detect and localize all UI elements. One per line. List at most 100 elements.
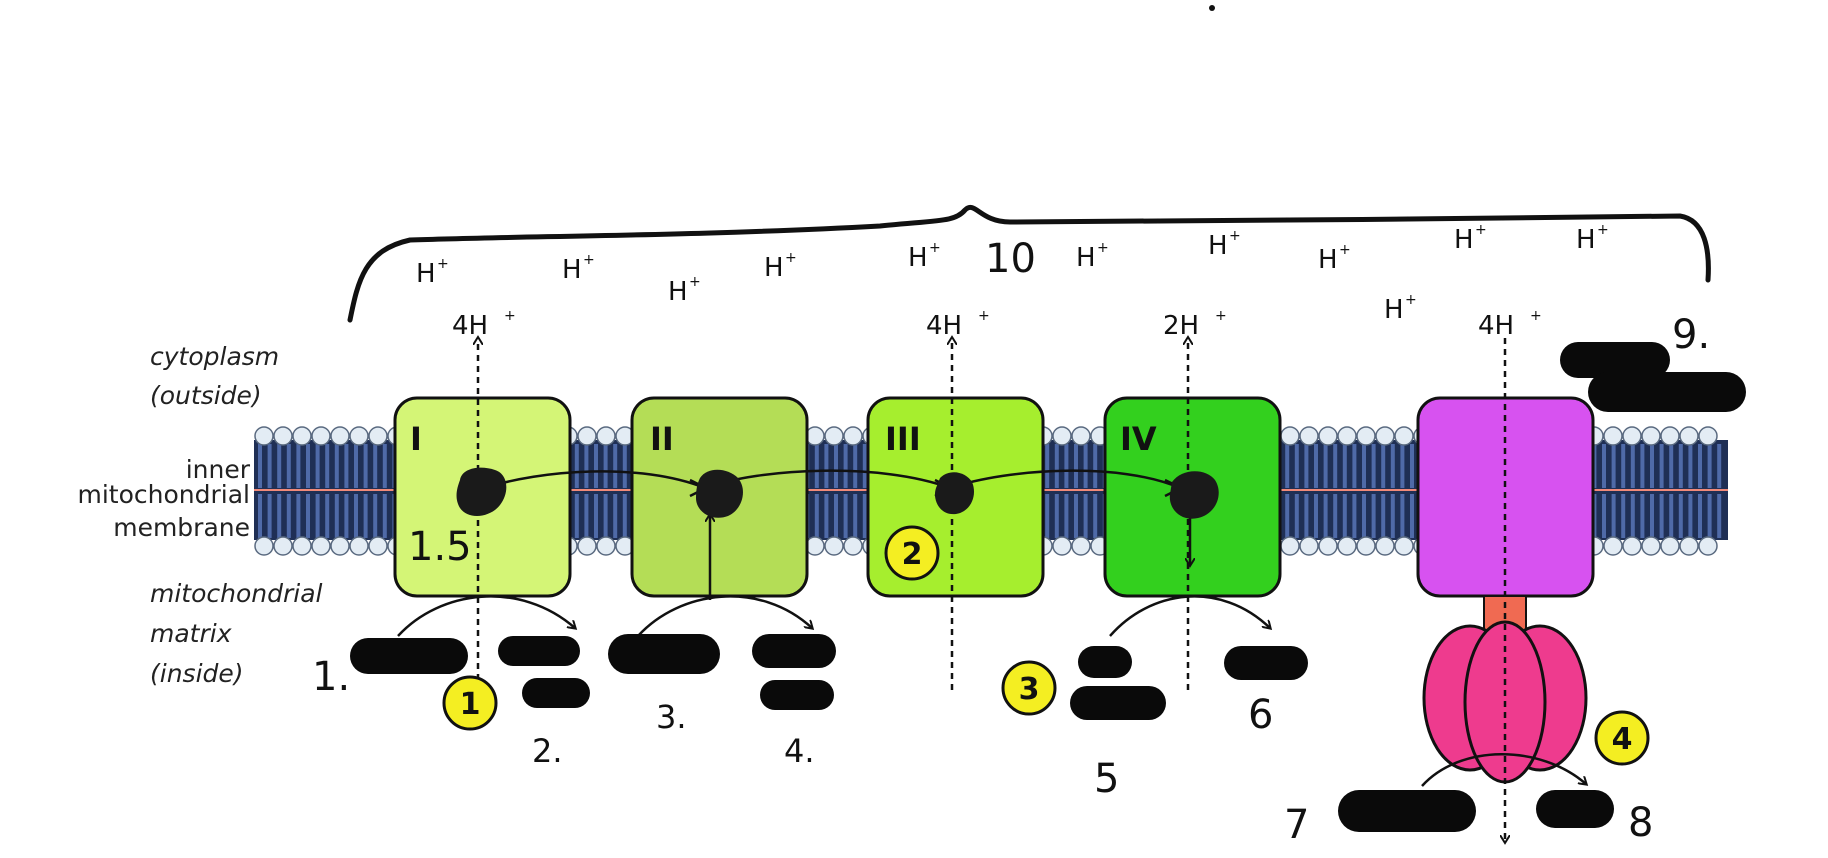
lipid-tail	[334, 494, 339, 538]
lipid-tail	[574, 494, 579, 538]
lipid-tail	[1362, 444, 1366, 488]
proton-ion-3: H+	[668, 274, 701, 307]
proton-ion-8-sup: +	[1339, 242, 1351, 258]
lipid-tail	[574, 444, 579, 488]
lipid-tail	[1342, 444, 1347, 488]
proton-ion-2: H+	[562, 252, 595, 285]
lipid-head	[1698, 536, 1718, 556]
lipid-tail	[1611, 444, 1616, 488]
lipid-head	[292, 536, 312, 556]
lipid-tail	[603, 444, 608, 488]
lipid-head	[1299, 536, 1319, 556]
lipid-head	[1318, 426, 1338, 446]
handwritten-1-5: 1.5	[408, 524, 472, 570]
lipid-tail	[1390, 494, 1395, 538]
lipid-tail	[824, 444, 829, 488]
lipid-head	[596, 536, 616, 556]
lipid-tail	[1314, 494, 1318, 538]
lipid-tail	[382, 444, 387, 488]
proton-ion-6: H+	[1076, 240, 1109, 273]
lipid-tail	[1381, 444, 1386, 488]
lipid-head	[1679, 426, 1699, 446]
proton-ion-7-text: H	[1208, 231, 1228, 261]
redaction-9b	[1588, 372, 1746, 412]
lipid-tail	[267, 494, 272, 538]
reaction-arrow-atp-synthase	[1421, 753, 1586, 787]
lipid-tail	[622, 444, 627, 488]
lipid-head	[292, 426, 312, 446]
lipid-tail	[1717, 494, 1722, 538]
lipid-tail	[1381, 494, 1386, 538]
label-matrix-1: mitochondrial	[150, 579, 323, 608]
lipid-tail	[1083, 494, 1088, 538]
proton-ion-5: H+	[908, 240, 941, 273]
handwritten-4: 4.	[784, 732, 815, 770]
lipid-head	[596, 426, 616, 446]
redaction-1	[350, 638, 468, 674]
handwritten-5: 5	[1094, 756, 1119, 802]
label-inner: inner	[186, 455, 251, 484]
electron-carrier-dot-I	[456, 467, 507, 516]
lipid-tail	[1064, 494, 1069, 538]
lipid-tail	[354, 444, 358, 488]
lipid-tail	[1707, 494, 1712, 538]
proton-ion-1-text: H	[416, 259, 436, 289]
reaction-arrow-II	[637, 595, 812, 637]
electron-carrier-dot-II	[696, 469, 743, 518]
label-matrix-2: matrix	[150, 619, 232, 648]
step-badge-1-label: 1	[460, 687, 481, 722]
redaction-4a	[752, 634, 836, 668]
lipid-tail	[1410, 444, 1414, 488]
label-outside: (outside)	[150, 381, 262, 410]
lipid-tail	[277, 444, 282, 488]
lipid-tail	[1304, 494, 1309, 538]
lipid-tail	[1698, 444, 1702, 488]
lipid-head	[349, 536, 369, 556]
lipid-tail	[1093, 494, 1098, 538]
lipid-head	[824, 536, 844, 556]
label-cytoplasm: cytoplasm	[150, 342, 279, 371]
lipid-tail	[1045, 444, 1050, 488]
lipid-tail	[1669, 494, 1674, 538]
lipid-tail	[814, 494, 819, 538]
lipid-head	[1337, 426, 1357, 446]
lipid-head	[577, 426, 597, 446]
lipid-tail	[1621, 494, 1626, 538]
pump-label-I: 4H +	[452, 308, 516, 341]
handwritten-6: 6	[1248, 692, 1273, 738]
pump-label-atp-synthase-sup: +	[1530, 308, 1542, 324]
lipid-tail	[258, 494, 262, 538]
label-membrane: membrane	[113, 513, 250, 542]
proton-ion-7: H+	[1208, 228, 1241, 261]
lipid-tail	[258, 444, 262, 488]
lipid-tail	[1659, 444, 1664, 488]
lipid-head	[1052, 426, 1072, 446]
lipid-tail	[594, 444, 598, 488]
lipid-head	[368, 536, 388, 556]
redaction-7	[1338, 790, 1476, 832]
lipid-head	[1356, 536, 1376, 556]
lipid-head	[1337, 536, 1357, 556]
lipid-tail	[1074, 494, 1078, 538]
proton-ion-4-sup: +	[785, 250, 797, 266]
lipid-tail	[1650, 494, 1654, 538]
lipid-head	[273, 536, 293, 556]
lipid-head	[1299, 426, 1319, 446]
redaction-5a	[1078, 646, 1132, 678]
lipid-tail	[1045, 494, 1050, 538]
lipid-tail	[1064, 444, 1069, 488]
proton-ion-7-sup: +	[1229, 228, 1241, 244]
proton-ion-9-text: H	[1454, 225, 1474, 255]
lipid-tail	[1333, 444, 1338, 488]
handwritten-3: 3.	[656, 698, 687, 736]
lipid-tail	[834, 444, 838, 488]
lipid-tail	[1640, 494, 1645, 538]
proton-ion-6-text: H	[1076, 243, 1096, 273]
lipid-head	[805, 536, 825, 556]
lipid-tail	[1669, 444, 1674, 488]
redaction-5b	[1070, 686, 1166, 720]
lipid-head	[1660, 536, 1680, 556]
lipid-tail	[315, 444, 320, 488]
lipid-tail	[862, 444, 867, 488]
lipid-head	[1356, 426, 1376, 446]
